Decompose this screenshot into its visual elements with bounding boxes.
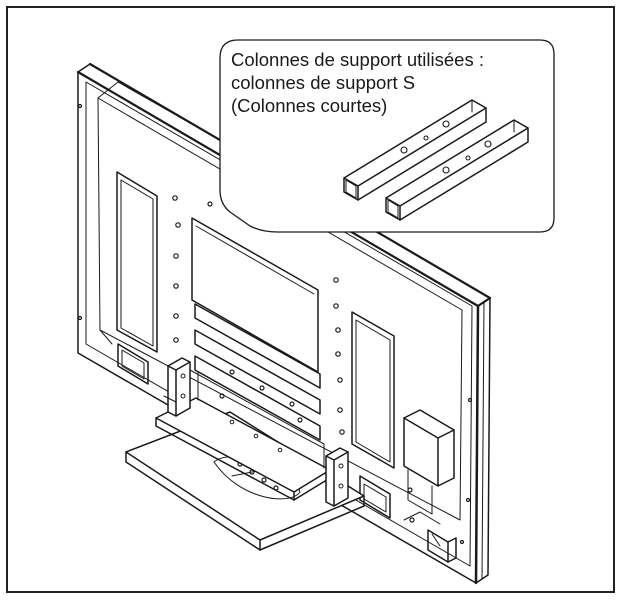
callout-support-column-1: [343, 99, 487, 201]
support-column-left: [163, 357, 191, 417]
mounting-holes: [77, 103, 473, 545]
callout-line-1: Colonnes de support utilisées :: [231, 49, 484, 70]
support-column-right: [325, 447, 349, 507]
callout-line-3: (Colonnes courtes): [231, 95, 388, 116]
callout-label: Colonnes de support utilisées : colonnes…: [231, 48, 541, 117]
callout-line-2: colonnes de support S: [231, 72, 416, 93]
callout-support-column-2: [385, 119, 529, 221]
callout-bubble: [219, 39, 555, 233]
illustration-frame: [6, 6, 615, 593]
